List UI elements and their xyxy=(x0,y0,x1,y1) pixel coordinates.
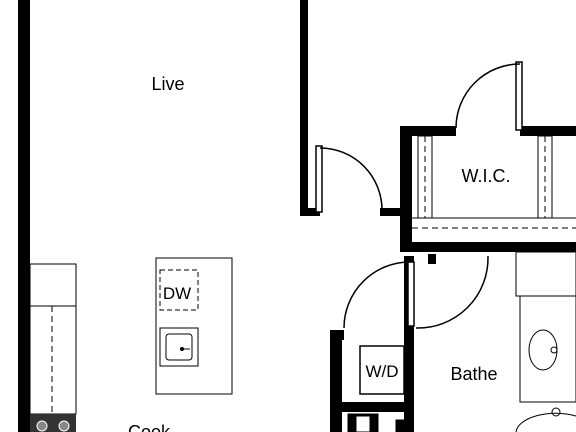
label-dishwasher: DW xyxy=(163,284,191,303)
wic-top-wall-right xyxy=(520,126,576,136)
bath-sink xyxy=(528,329,558,371)
laundry-door xyxy=(343,255,489,329)
bath-vanity xyxy=(515,251,576,403)
left-exterior-wall xyxy=(18,0,30,432)
lower-partition xyxy=(347,413,405,432)
room-label-live: Live xyxy=(151,74,184,94)
range-cooktop xyxy=(30,414,76,432)
wic-bottom-wall xyxy=(400,242,576,252)
live-right-wall xyxy=(300,0,308,216)
wic-door xyxy=(455,61,523,131)
bathtub xyxy=(515,407,576,432)
room-label-bathe: Bathe xyxy=(450,364,497,384)
wic-top-wall-left xyxy=(400,126,456,136)
hall-wall-stub xyxy=(380,208,402,216)
room-label-wic: W.I.C. xyxy=(462,166,511,186)
kitchen-island xyxy=(155,257,233,395)
laundry-top-wall-stub xyxy=(330,330,344,340)
label-washer-dryer: W/D xyxy=(365,362,398,381)
laundry-left-wall xyxy=(330,330,342,432)
bath-wall-stub xyxy=(428,254,436,264)
wic-shelving xyxy=(412,135,576,229)
laundry-right-wall xyxy=(404,256,414,432)
wic-left-wall xyxy=(400,126,412,252)
kitchen-counter xyxy=(29,263,77,415)
island-sink xyxy=(159,327,199,367)
washer-dryer-box xyxy=(359,345,405,395)
room-label-cook: Cook xyxy=(128,422,171,432)
live-bottom-wall-stub xyxy=(300,208,320,216)
laundry-bottom-wall xyxy=(330,402,410,412)
live-door xyxy=(315,145,383,213)
